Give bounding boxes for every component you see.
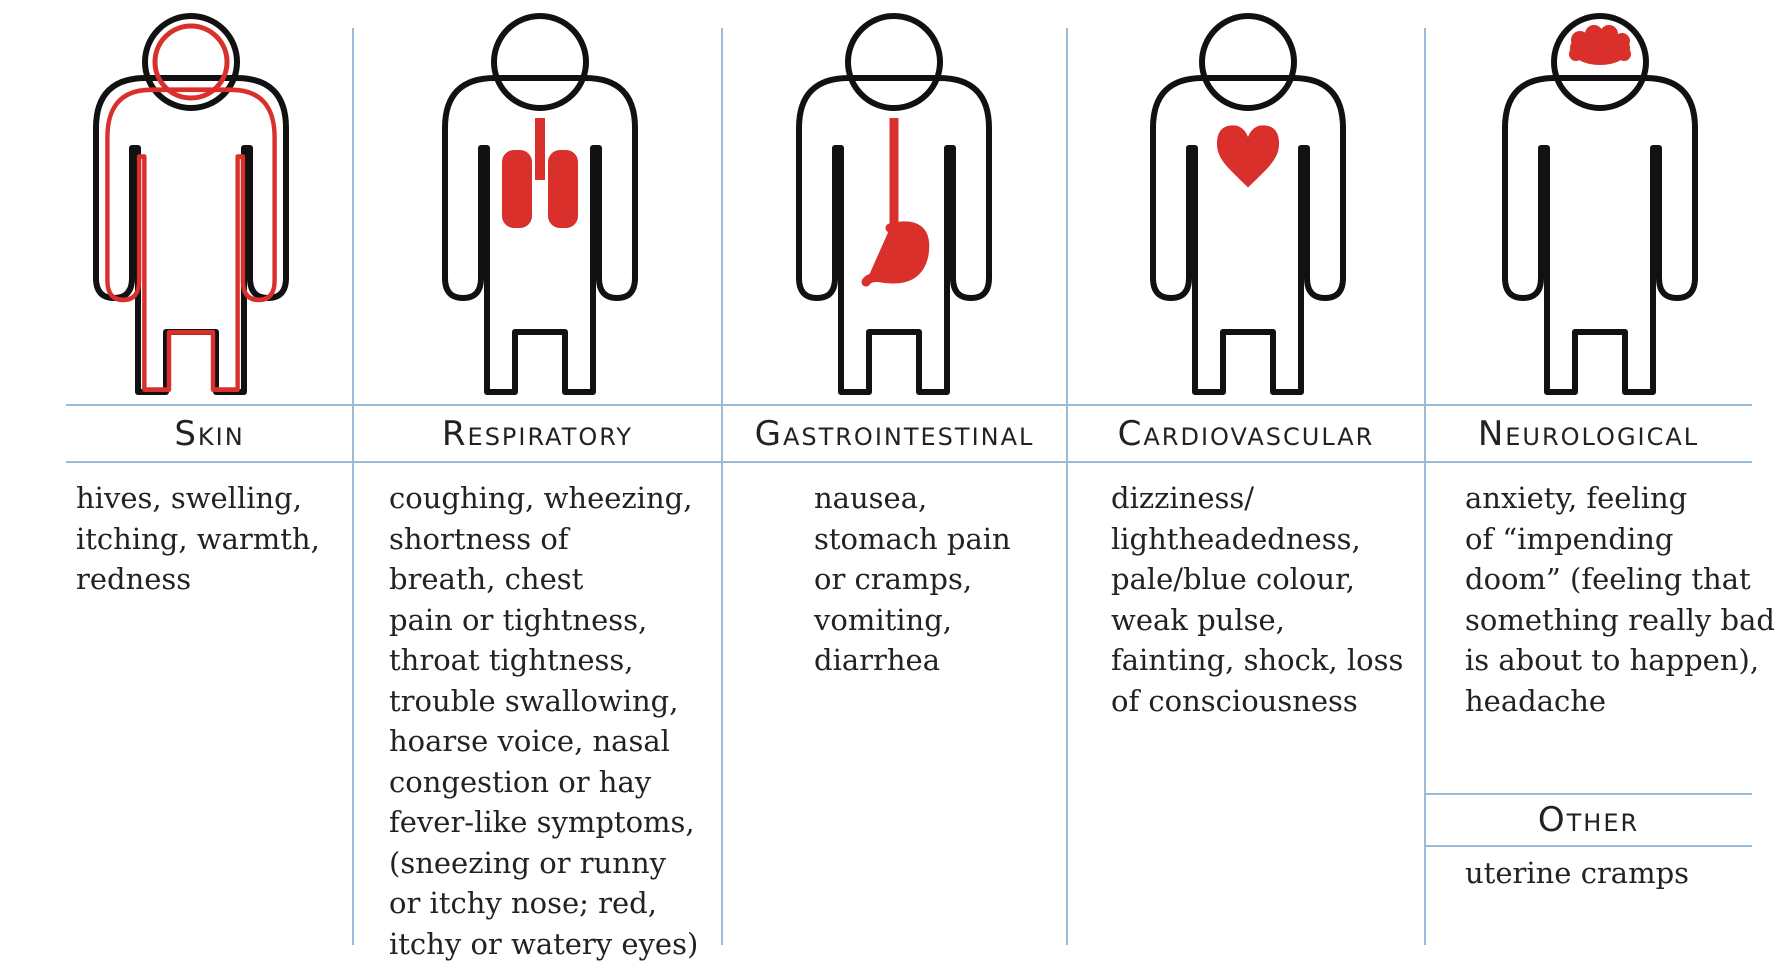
body-skin-outline-icon xyxy=(107,23,274,390)
heading-other: Other xyxy=(1537,800,1640,840)
stomach-icon xyxy=(861,118,930,287)
symptoms-skin: hives, swelling, itching, warmth, rednes… xyxy=(76,481,320,596)
heart-icon xyxy=(1216,125,1280,188)
cardiovascular-figure xyxy=(1153,13,1343,392)
heading-gastrointestinal: Gastrointestinal xyxy=(754,414,1035,454)
heading-cardiovascular: Cardiovascular xyxy=(1117,414,1375,454)
symptoms-respiratory: coughing, wheezing, shortness of breath,… xyxy=(389,481,699,961)
skin-figure xyxy=(96,13,286,392)
symptoms-gastrointestinal: nausea, stomach pain or cramps, vomiting… xyxy=(814,481,1011,677)
divider-lines xyxy=(66,28,1752,945)
heading-neurological: Neurological xyxy=(1477,414,1700,454)
gastrointestinal-figure xyxy=(799,13,989,392)
respiratory-figure xyxy=(445,13,635,392)
brain-icon xyxy=(1569,25,1631,65)
symptoms-other: uterine cramps xyxy=(1465,856,1690,890)
symptoms-cardiovascular: dizziness/ lightheadedness, pale/blue co… xyxy=(1111,481,1404,718)
lungs-icon xyxy=(502,118,578,228)
neurological-figure xyxy=(1505,13,1695,392)
symptoms-neurological: anxiety, feeling of “impending doom” (fe… xyxy=(1465,481,1775,718)
heading-skin: Skin xyxy=(174,414,245,454)
heading-respiratory: Respiratory xyxy=(441,414,634,454)
